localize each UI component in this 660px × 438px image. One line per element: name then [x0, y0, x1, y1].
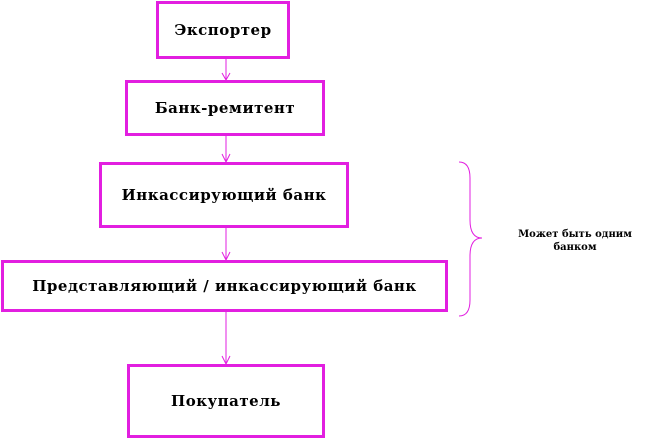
- node-buyer: Покупатель: [127, 364, 325, 438]
- node-collecting-bank: Инкассирующий банк: [99, 162, 349, 228]
- node-collecting-bank-label: Инкассирующий банк: [121, 186, 327, 204]
- node-presenting-bank-label: Представляющий / инкассирующий банк: [32, 277, 417, 295]
- node-remitting-bank: Банк-ремитент: [125, 80, 325, 136]
- node-exporter: Экспортер: [156, 1, 290, 59]
- brace-annotation: Может быть одним банком: [518, 229, 632, 253]
- node-remitting-bank-label: Банк-ремитент: [154, 99, 296, 117]
- node-presenting-bank: Представляющий / инкассирующий банк: [1, 260, 448, 312]
- curly-brace: [458, 161, 483, 317]
- node-buyer-label: Покупатель: [171, 392, 281, 410]
- node-exporter-label: Экспортер: [174, 21, 272, 39]
